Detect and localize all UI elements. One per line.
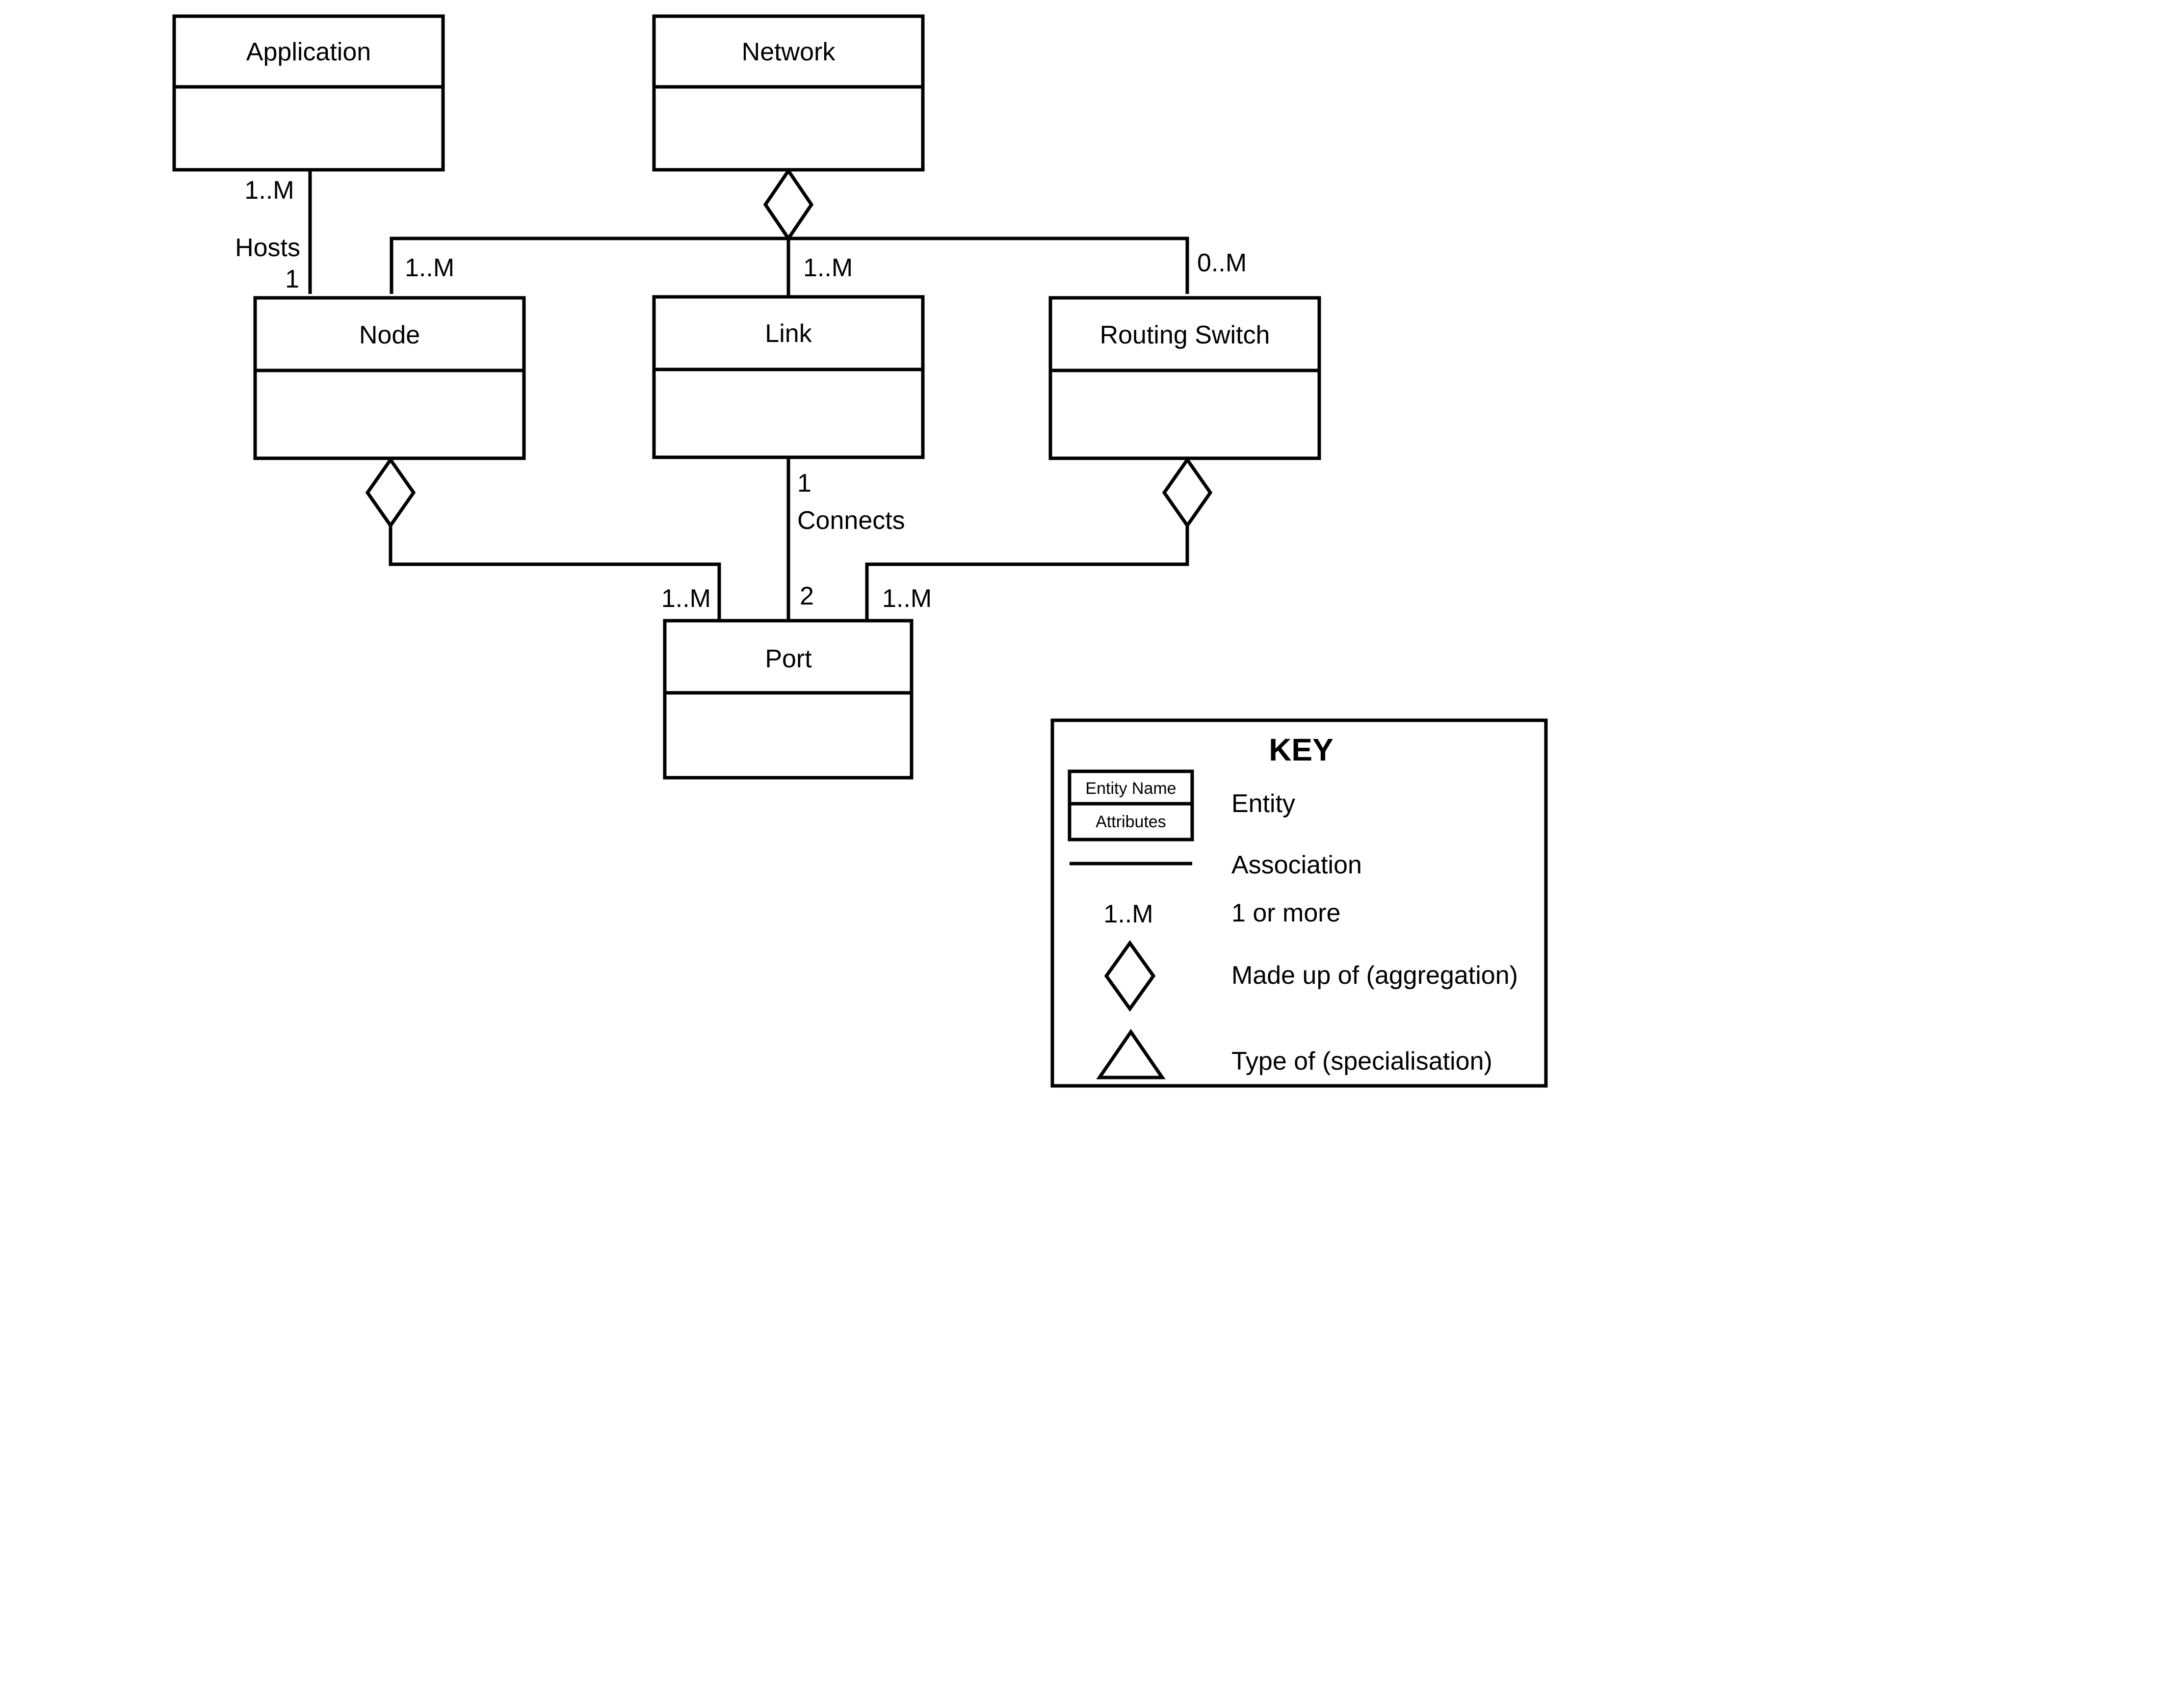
legend-multiplicity-sample: 1..M: [1103, 900, 1153, 928]
legend-association-label: Association: [1231, 851, 1362, 879]
switch-multiplicity: 0..M: [1197, 249, 1247, 277]
entity-node: Node: [253, 296, 526, 460]
aggregation-network: 1..M 1..M 0..M: [390, 167, 1247, 297]
node-host-multiplicity: 1: [285, 265, 299, 293]
entity-node-name: Node: [359, 321, 420, 349]
entity-link-name: Link: [765, 319, 812, 348]
association-hosts: 1..M Hosts 1: [235, 170, 312, 294]
entity-link: Link: [652, 295, 925, 459]
legend-aggregation-label: Made up of (aggregation): [1231, 961, 1518, 990]
legend-entity-name-sample: Entity Name: [1085, 779, 1176, 798]
legend-title: KEY: [1269, 732, 1333, 767]
legend: KEY Entity Name Attributes Entity Associ…: [1050, 718, 1548, 1088]
link-connect-multiplicity: 1: [797, 469, 811, 498]
switch-aggregation-diamond: [1162, 456, 1213, 529]
node-aggregation-diamond: [365, 456, 416, 529]
association-connects: 1 Connects 2: [786, 457, 905, 621]
connects-label: Connects: [797, 506, 905, 535]
link-multiplicity: 1..M: [803, 254, 853, 282]
legend-multiplicity-label: 1 or more: [1231, 899, 1341, 927]
port-switch-multiplicity: 1..M: [882, 584, 932, 613]
port-node-multiplicity: 1..M: [661, 584, 711, 613]
node-multiplicity: 1..M: [405, 254, 454, 282]
entity-application-name: Application: [246, 38, 371, 66]
entity-port: Port: [663, 619, 914, 780]
legend-aggregation-diamond: [1104, 940, 1156, 1012]
entity-routing-switch-name: Routing Switch: [1100, 321, 1270, 349]
aggregation-node-port: 1..M: [365, 456, 721, 621]
entity-application: Application: [172, 14, 445, 172]
aggregation-switch-port: 1..M: [865, 456, 1213, 621]
entity-port-name: Port: [765, 645, 812, 673]
legend-attributes-sample: Attributes: [1096, 813, 1166, 831]
legend-entity-label: Entity: [1231, 789, 1295, 818]
entity-routing-switch: Routing Switch: [1048, 296, 1321, 460]
entity-network: Network: [652, 14, 925, 172]
port-link-multiplicity: 2: [800, 582, 814, 610]
entity-network-name: Network: [742, 38, 836, 66]
application-multiplicity: 1..M: [244, 176, 294, 205]
legend-entity-symbol: Entity Name Attributes: [1068, 769, 1194, 841]
hosts-label: Hosts: [235, 234, 300, 262]
legend-specialisation-label: Type of (specialisation): [1231, 1047, 1492, 1076]
legend-specialisation-triangle: [1096, 1028, 1166, 1079]
network-aggregation-diamond: [763, 167, 814, 242]
